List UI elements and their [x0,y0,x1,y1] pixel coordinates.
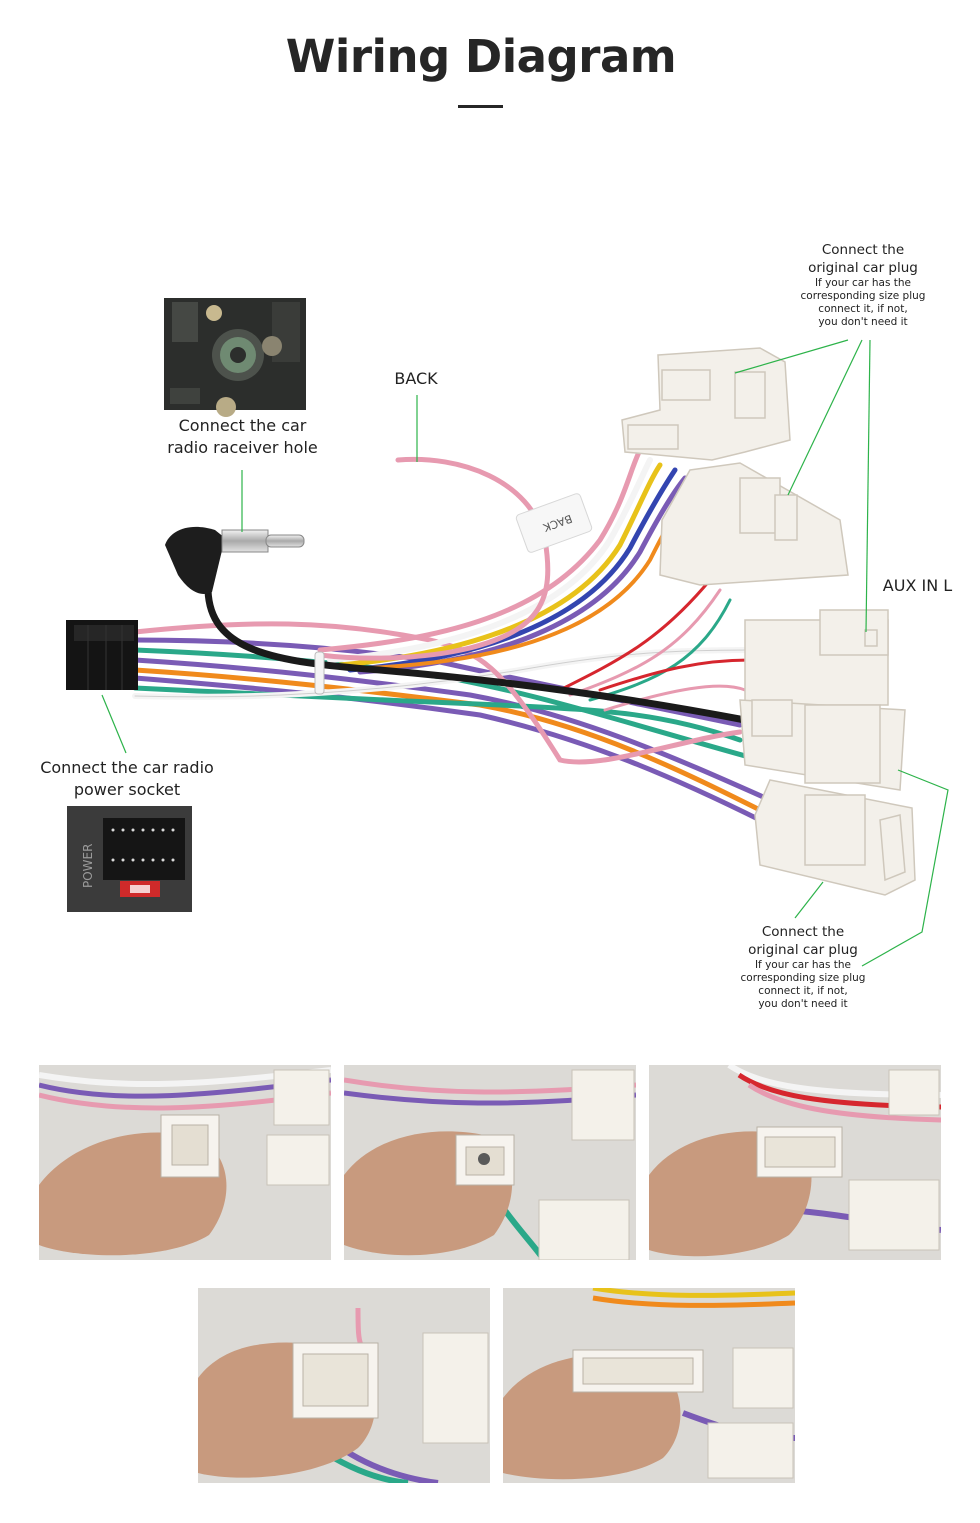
power-socket-print: POWER [81,844,95,888]
wiring-diagram: POWER BACK [66,298,949,967]
car-connector-third [744,609,889,706]
photo-connector-3 [649,1065,941,1260]
photo-connector-5 [503,1288,795,1483]
plug-top-note-1: If your car has the [814,277,912,289]
aux-in-l-label: AUX IN L [882,576,953,595]
plug-top-note-4: you don't need it [818,316,908,328]
plug-top-note-3: connect it, if not, [818,303,908,315]
plug-bottom-heading-1: Connect the [761,924,845,940]
plug-top-note-2: corresponding size plug [800,290,926,302]
callout-lines [101,339,949,967]
car-connector-fourth [739,699,906,791]
plug-bottom-note-3: connect it, if not, [758,985,848,997]
photo-connector-2 [344,1065,636,1260]
back-label: BACK [394,369,438,388]
original-plug-label-top: Connect the original car plug If your ca… [788,241,938,329]
power-socket-photo: POWER [67,806,192,912]
antenna-hole-photo [164,298,306,417]
plug-top-heading-2: original car plug [808,260,918,276]
wire-bundle [132,447,773,828]
original-plug-label-bottom: Connect the original car plug If your ca… [728,923,878,1011]
power-connector [66,620,138,690]
car-connector-top [621,347,791,461]
car-connector-second [659,462,849,586]
photo-connector-4 [198,1288,490,1483]
power-socket-label-line2: power socket [73,780,181,799]
antenna-label-line1: Connect the car [178,416,307,435]
power-socket-label-line1: Connect the car radio [40,758,214,777]
title-divider [458,105,503,108]
antenna-label-line2: radio raceiver hole [167,438,318,457]
plug-top-heading-1: Connect the [821,242,905,258]
page-title: Wiring Diagram [285,30,677,83]
power-socket-label: Connect the car radio power socket [22,757,232,801]
car-connector-bottom [754,779,916,896]
antenna-plug [165,526,305,595]
antenna-label: Connect the car radio raceiver hole [155,415,330,459]
car-connectors [621,347,916,896]
back-wire-tag: BACK [515,493,593,553]
plug-bottom-note-2: corresponding size plug [740,972,866,984]
plug-bottom-note-1: If your car has the [754,959,852,971]
photo-connector-1 [39,1065,331,1260]
plug-bottom-note-4: you don't need it [758,998,848,1010]
plug-bottom-heading-2: original car plug [748,942,858,958]
